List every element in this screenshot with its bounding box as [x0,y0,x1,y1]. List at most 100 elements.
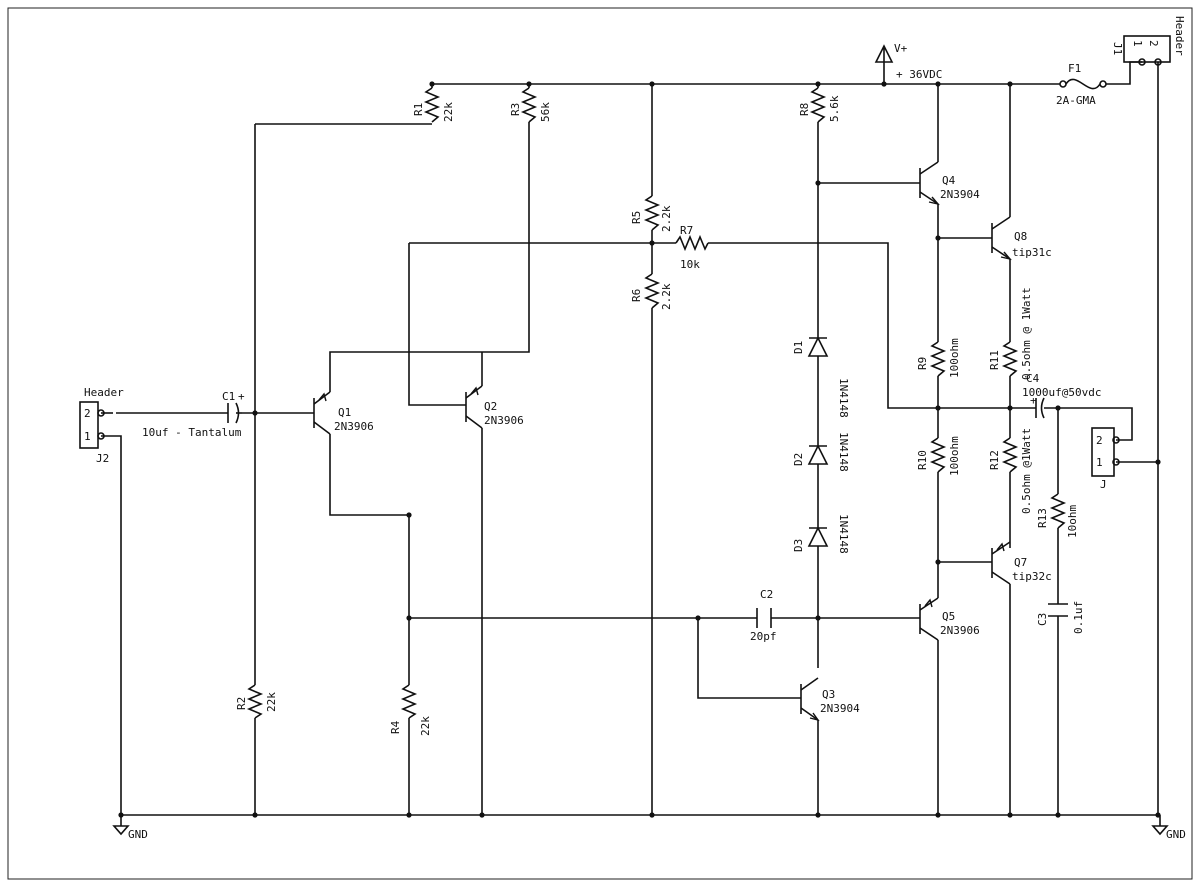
d1-symbol [807,336,829,357]
transistor-arrows [318,196,1012,722]
d1-ref: D1 [792,341,805,354]
r6-ref: R6 [630,289,643,302]
q7-val: tip32c [1012,570,1052,583]
c4-ref: C4 [1026,372,1040,385]
q2-ref: Q2 [484,400,497,413]
junctions [118,81,1161,818]
r9-body [929,341,947,377]
vplus-label: V+ [894,42,908,55]
r12-ref: R12 [988,450,1001,470]
r9-ref: R9 [916,357,929,370]
c3-ref: C3 [1036,613,1049,626]
j2-pin1: 1 [84,430,91,443]
q7-arrow [996,542,1005,552]
r10-body [929,437,947,473]
q2-arrow [470,386,479,396]
j2-title: Header [84,386,124,399]
r4-body [400,684,418,719]
j2-ref: J2 [96,452,109,465]
c4-plus: + [1030,394,1037,407]
q4-arrow [928,196,940,206]
capacitors [227,397,1068,628]
r8-ref: R8 [798,103,811,116]
q1-arrow [318,392,327,402]
d3-symbol [807,526,829,547]
wires [101,61,1160,816]
r2-val: 22k [265,692,278,712]
r1-ref: R1 [412,103,425,116]
j1-pin1: 1 [1131,40,1144,47]
r13-val: 10ohm [1066,505,1079,538]
r4-val: 22k [419,716,432,736]
r13-ref: R13 [1036,508,1049,528]
gnd-left-label: GND [128,828,148,841]
header-j2 [79,401,105,449]
r6-body [643,273,661,309]
r9-val: 100ohm [948,338,961,378]
j-ref: J [1100,478,1107,491]
q5-arrow [924,598,933,608]
c3-val: 0.1uf [1072,601,1085,634]
header-j [1091,427,1120,477]
c2-ref: C2 [760,588,773,601]
q3-ref: Q3 [822,688,835,701]
q7-ref: Q7 [1014,556,1027,569]
q1-val: 2N3906 [334,420,374,433]
d1-val: 1N4148 [837,378,850,418]
d2-symbol [807,444,829,465]
q8-val: tip31c [1012,246,1052,259]
c2-val: 20pf [750,630,777,643]
c1-ref: C1 [222,390,235,403]
r5-body [643,195,661,231]
j-pin1: 1 [1096,456,1103,469]
j1-ref: J1 [1111,42,1124,55]
q8-ref: Q8 [1014,230,1027,243]
r3-body [520,87,538,123]
r11-body [1001,341,1019,377]
r7-ref: R7 [680,224,693,237]
d3-ref: D3 [792,539,805,552]
q5-ref: Q5 [942,610,955,623]
r1-val: 22k [442,102,455,122]
header-j1 [1123,35,1171,66]
gnd-right-label: GND [1166,828,1186,841]
r10-ref: R10 [916,450,929,470]
resistor-bodies [246,87,1067,719]
r12-body [1001,437,1019,473]
c4-plates [1030,397,1046,419]
ground-symbols [112,815,1169,836]
r12-val: 0.5ohm @1Watt [1020,428,1033,514]
q1-ref: Q1 [338,406,351,419]
r11-ref: R11 [988,350,1001,370]
q3-arrow [809,712,820,722]
vplus-symbol [874,44,894,84]
fuse-f1 [1059,78,1107,90]
r7-val: 10k [680,258,700,271]
q4-val: 2N3904 [940,188,980,201]
q4-ref: Q4 [942,174,956,187]
r2-body [246,684,264,719]
j1-pin2: 2 [1147,40,1160,47]
q5-val: 2N3906 [940,624,980,637]
r13-body [1049,493,1067,529]
r10-val: 100ohm [948,436,961,476]
f1-val: 2A-GMA [1056,94,1096,107]
q3-val: 2N3904 [820,702,860,715]
r5-ref: R5 [630,211,643,224]
r8-val: 5.6k [828,95,841,122]
d3-val: 1N4148 [837,514,850,554]
r5-val: 2.2k [660,205,673,232]
c2-plates [756,608,772,628]
q8-arrow [1000,251,1012,261]
c3-plates [1048,603,1068,617]
r3-val: 56k [539,102,552,122]
r8-body [809,87,827,123]
j-pin2: 2 [1096,434,1103,447]
r7-body [675,234,709,252]
f1-ref: F1 [1068,62,1081,75]
c1-plus: + [238,390,245,403]
r2-ref: R2 [235,697,248,710]
r11-val: 0.5ohm @ 1Watt [1020,287,1033,380]
c4-val: 1000uf@50vdc [1022,386,1101,399]
